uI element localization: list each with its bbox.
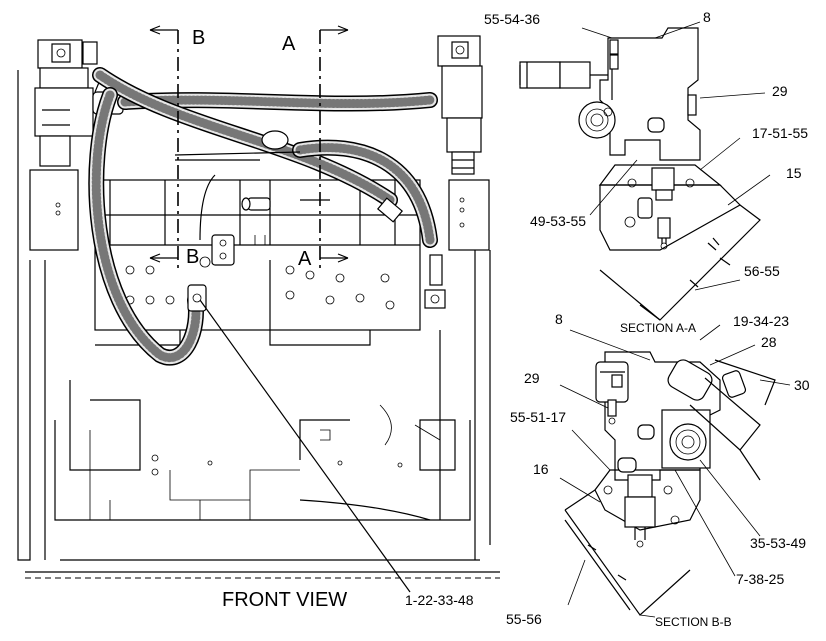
callout-b-7-38-25: 7-38-25 (736, 571, 784, 587)
callout-a-55-54-36: 55-54-36 (484, 11, 540, 27)
callout-a-17-51-55: 17-51-55 (752, 125, 808, 141)
callout-a-29: 29 (772, 83, 788, 99)
section-a-a: 55-54-36 8 29 17-51-55 15 49-53-55 56-55… (484, 9, 808, 335)
section-lines (149, 25, 349, 270)
callout-b-28: 28 (761, 334, 777, 350)
callout-1-22-33-48: 1-22-33-48 (405, 592, 474, 608)
callout-b-16: 16 (533, 461, 549, 477)
callout-b-35-53-49: 35-53-49 (750, 535, 806, 551)
hoses (88, 67, 438, 366)
callout-b-55-56: 55-56 (506, 611, 542, 627)
callout-a-8: 8 (703, 9, 711, 25)
callout-a-15: 15 (786, 165, 802, 181)
callout-b-30: 30 (794, 377, 810, 393)
front-leader (199, 299, 411, 593)
section-marker-b-bottom: B (186, 246, 199, 268)
front-view: B A B A 1-22-33-48 FRONT VIEW (17, 25, 500, 611)
callout-a-56-55: 56-55 (744, 263, 780, 279)
front-frame (17, 70, 500, 579)
section-a-a-title: SECTION A-A (620, 321, 696, 335)
section-marker-b-top: B (192, 27, 205, 49)
valve-block (94, 179, 421, 346)
callout-a-49-53-55: 49-53-55 (530, 213, 586, 229)
section-marker-a-top: A (282, 33, 296, 55)
callout-b-29: 29 (524, 370, 540, 386)
front-view-title: FRONT VIEW (222, 589, 347, 611)
section-marker-a-bottom: A (298, 248, 312, 270)
section-b-b-title: SECTION B-B (655, 615, 732, 629)
right-solenoid (424, 35, 490, 309)
callout-b-55-51-17: 55-51-17 (510, 409, 566, 425)
left-solenoid (29, 39, 124, 251)
section-b-b: 8 19-34-23 28 30 29 55-51-17 16 35-53-49… (506, 311, 810, 629)
callout-b-8: 8 (555, 311, 563, 327)
callout-b-19-34-23: 19-34-23 (733, 313, 789, 329)
